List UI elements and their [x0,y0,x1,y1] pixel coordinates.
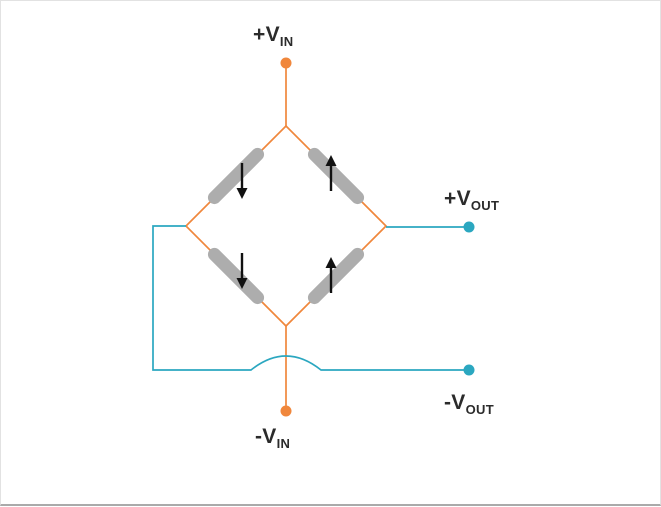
label-subscript: IN [276,436,291,452]
label-vout-negative: -VOUT [444,391,494,418]
terminal-vin-positive [280,57,292,69]
terminal-vout-negative [463,364,475,376]
label-text: +V [444,187,471,210]
strain-gauge-bottom-left [207,247,265,305]
arrow-down-icon-top-left [236,163,248,199]
arrow-up-icon-bottom-right [325,257,337,293]
label-vin-negative: -VIN [255,425,291,452]
arrow-down-icon-bottom-left [236,253,248,289]
label-subscript: OUT [470,198,500,214]
label-text: -V [255,425,277,448]
strain-gauge-top-right [307,147,365,205]
label-vout-positive: +VOUT [444,187,500,214]
label-subscript: IN [279,34,294,50]
strain-gauge-top-left [207,147,265,205]
terminal-vin-negative [280,405,292,417]
label-subscript: OUT [465,402,494,418]
strain-gauge-bottom-right [307,247,365,305]
label-vin-positive: +VIN [253,23,294,50]
label-text: -V [444,391,466,414]
label-text: +V [253,23,280,46]
output-wire-negative [152,225,464,371]
terminal-vout-positive [463,221,475,233]
arrow-up-icon-top-right [325,155,337,191]
bridge-diamond [184,124,388,328]
